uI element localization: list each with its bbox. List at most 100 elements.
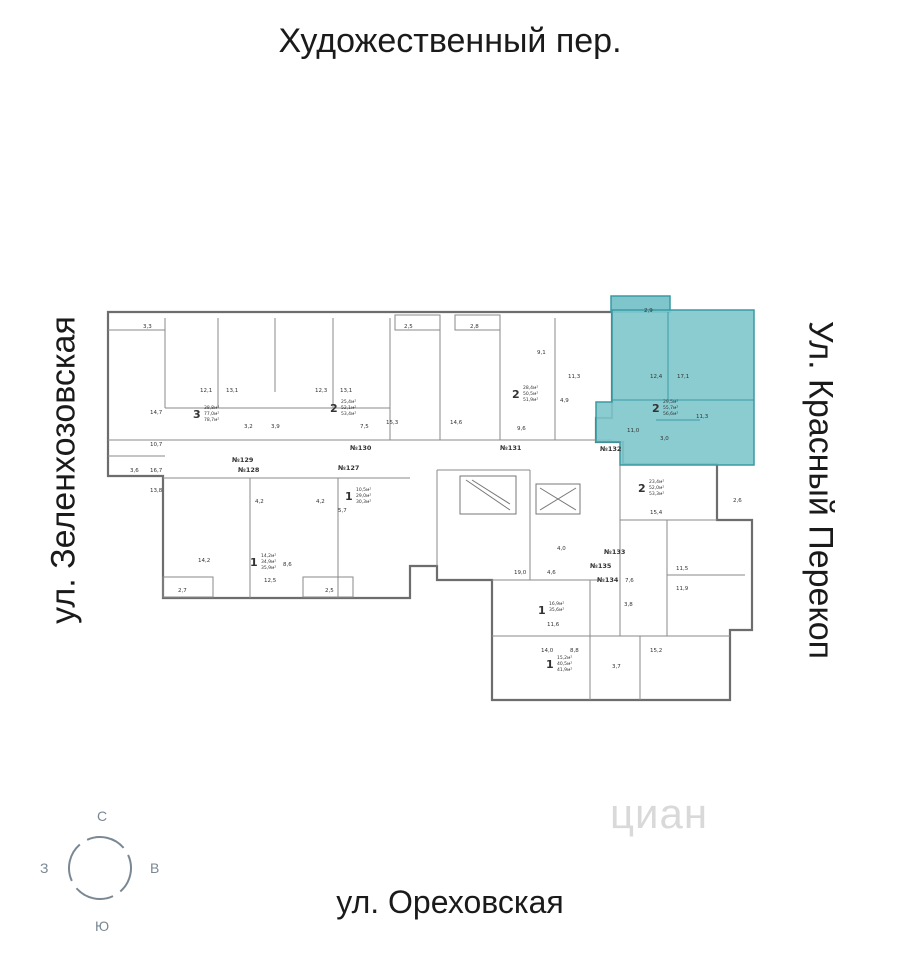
unit-area-total: 77,0м² (204, 411, 219, 417)
room-area-label: 11,5 (676, 566, 689, 572)
unit-rooms-label: 3 (193, 408, 201, 421)
room-area-label: 4,9 (560, 398, 569, 404)
room-area-label: 11,6 (547, 622, 560, 628)
room-area-label: 12,5 (264, 578, 277, 584)
room-area-label: 12,3 (315, 388, 328, 394)
room-area-label: 7,6 (625, 578, 634, 584)
street-label-bottom: ул. Ореховская (336, 884, 564, 920)
unit-number-label: №127 (338, 464, 359, 472)
unit-number-label: №132 (600, 445, 621, 453)
room-area-label: 3,9 (271, 424, 280, 430)
room-area-label: 4,6 (547, 570, 556, 576)
room-area-label: 3,8 (624, 602, 633, 608)
room-area-label: 11,3 (568, 374, 581, 380)
unit-rooms-label: 1 (546, 658, 554, 671)
room-area-label: 2,6 (733, 498, 742, 504)
room-area-label: 11,9 (676, 586, 689, 592)
room-area-label: 14,6 (450, 420, 463, 426)
unit-area-total: 34,9м² (261, 559, 276, 565)
unit-area-full: 41,9м² (557, 667, 572, 673)
unit-area-living: 14,2м² (261, 553, 276, 559)
unit-area-total: 52,0м² (649, 485, 664, 491)
unit-rooms-label: 1 (345, 490, 353, 503)
unit-area-living: 23,4м² (649, 479, 664, 485)
unit-area-full: 51,9м² (523, 397, 538, 403)
room-area-label: 13,8 (150, 488, 163, 494)
unit-number-label: №134 (597, 576, 619, 584)
room-area-label: 12,4 (650, 374, 663, 380)
unit-number-label: №128 (238, 466, 260, 474)
highlighted-apartment[interactable] (595, 295, 755, 466)
compass-south-label: Ю (95, 918, 110, 934)
compass-east-label: В (150, 860, 160, 876)
unit-rooms-label: 2 (638, 482, 646, 495)
room-area-label: 14,0 (541, 648, 554, 654)
interior-walls (108, 318, 745, 700)
compass-west-label: З (40, 860, 49, 876)
unit-number-label: №130 (350, 444, 372, 452)
room-area-label: 2,5 (325, 588, 334, 594)
balconies (162, 314, 501, 598)
unit-rooms-label: 1 (538, 604, 546, 617)
unit-area-total: 55,7м² (663, 405, 678, 411)
room-area-label: 2,5 (404, 324, 413, 330)
unit-number-label: №129 (232, 456, 254, 464)
room-area-label: 2,9 (644, 308, 653, 314)
unit-area-full: 53,4м² (341, 411, 356, 417)
compass-icon (68, 836, 132, 900)
room-area-label: 11,0 (627, 428, 640, 434)
unit-number-label: №131 (500, 444, 522, 452)
unit-area-full: 35,9м² (261, 565, 276, 571)
unit-area-living: 15,2м² (557, 655, 572, 661)
room-area-label: 4,2 (316, 499, 325, 505)
unit-rooms-label: 2 (330, 402, 338, 415)
room-area-label: 7,5 (360, 424, 369, 430)
room-area-label: 3,0 (660, 436, 669, 442)
unit-area-living: 16,9м² (549, 601, 564, 607)
unit-area-living: 29,5м² (663, 399, 678, 405)
unit-area-total: 35,6м² (549, 607, 564, 613)
room-area-label: 12,1 (200, 388, 212, 394)
unit-area-total: 29,0м² (356, 493, 371, 499)
unit-area-living: 38,8м² (204, 405, 219, 411)
unit-area-living: 25,4м² (341, 399, 356, 405)
room-area-label: 14,2 (198, 558, 210, 564)
compass-north-label: С (97, 808, 108, 824)
room-area-label: 5,7 (338, 508, 347, 514)
unit-number-label: №135 (590, 562, 612, 570)
room-area-label: 2,8 (470, 324, 479, 330)
room-area-label: 13,1 (226, 388, 238, 394)
room-area-label: 16,7 (150, 468, 163, 474)
unit-area-total: 40,5м² (557, 661, 572, 667)
unit-area-full: 56,6м² (663, 411, 678, 417)
room-area-label: 19,0 (514, 570, 527, 576)
room-area-label: 3,6 (130, 468, 139, 474)
room-area-label: 3,7 (612, 664, 621, 670)
unit-area-living: 10,5м² (356, 487, 371, 493)
unit-area-living: 28,4м² (523, 385, 538, 391)
room-area-label: 9,6 (517, 426, 526, 432)
room-area-label: 2,7 (178, 588, 187, 594)
room-area-label: 4,0 (557, 546, 566, 552)
room-area-label: 3,2 (244, 424, 253, 430)
street-label-top: Художественный пер. (278, 22, 622, 60)
unit-rooms-label: 2 (512, 388, 520, 401)
room-area-label: 13,1 (340, 388, 352, 394)
unit-area-total: 52,1м² (341, 405, 356, 411)
room-area-label: 15,4 (650, 510, 663, 516)
room-area-label: 11,3 (696, 414, 709, 420)
room-area-label: 8,8 (570, 648, 579, 654)
unit-area-full: 78,7м² (204, 417, 219, 423)
room-area-label: 15,2 (650, 648, 662, 654)
watermark-logo: циан (610, 790, 709, 837)
room-area-label: 14,7 (150, 410, 163, 416)
room-area-label: 15,3 (386, 420, 399, 426)
unit-rooms-label: 2 (652, 402, 660, 415)
room-area-label: 10,7 (150, 442, 163, 448)
stairwell (459, 475, 581, 515)
unit-area-full: 53,3м² (649, 491, 664, 497)
unit-area-total: 50,5м² (523, 391, 538, 397)
